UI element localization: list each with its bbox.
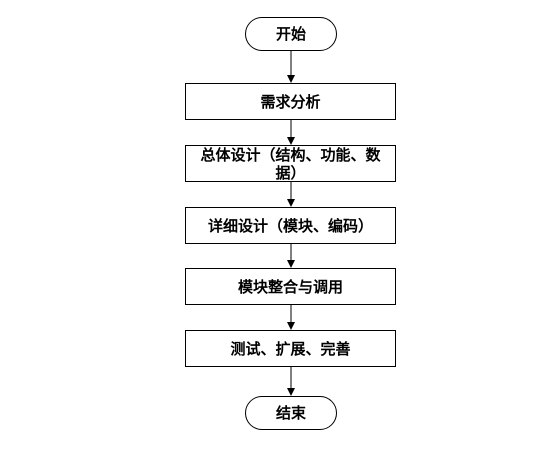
start-label: 开始 [275,25,306,43]
step-module-integration: 模块整合与调用 [185,268,396,305]
step-5-label: 测试、扩展、完善 [230,339,351,358]
step-1-label: 需求分析 [260,92,321,111]
step-4-label: 模块整合与调用 [237,277,343,296]
start-node: 开始 [245,17,337,51]
end-label: 结束 [275,404,306,422]
step-3-label: 详细设计（模块、编码） [207,216,373,235]
end-node: 结束 [245,396,337,430]
step-testing-extension: 测试、扩展、完善 [185,330,396,367]
step-requirements-analysis: 需求分析 [185,83,396,120]
step-detailed-design: 详细设计（模块、编码） [185,207,396,244]
step-2-label: 总体设计（结构、功能、数据） [200,145,381,182]
step-overall-design: 总体设计（结构、功能、数据） [185,145,396,182]
